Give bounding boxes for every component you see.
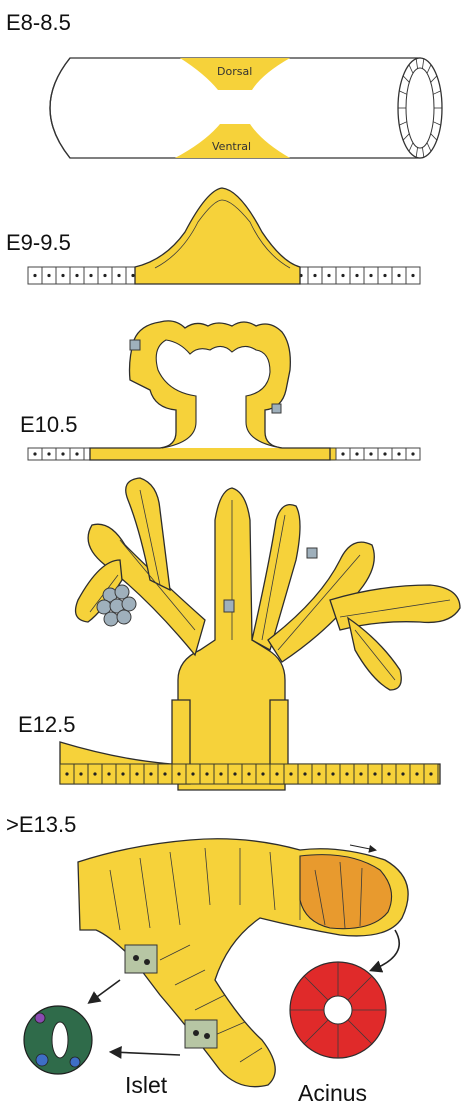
cell-nucleus bbox=[61, 452, 64, 455]
cell-nucleus bbox=[327, 274, 330, 277]
cell-nucleus bbox=[93, 772, 96, 775]
dorsal-label: Dorsal bbox=[217, 65, 252, 78]
cell-nucleus bbox=[75, 452, 78, 455]
progenitor-cell-2 bbox=[185, 1020, 217, 1048]
acinus-label: Acinus bbox=[298, 1080, 367, 1105]
mature-structures: Islet Acinus bbox=[24, 839, 408, 1105]
cell-nucleus bbox=[373, 772, 376, 775]
branching-epithelium bbox=[60, 478, 460, 790]
cell-nucleus bbox=[429, 772, 432, 775]
stage-label-e10: E10.5 bbox=[20, 412, 78, 437]
islet bbox=[24, 1006, 92, 1074]
cell-nucleus bbox=[383, 274, 386, 277]
cell-nucleus bbox=[303, 772, 306, 775]
islet-label: Islet bbox=[125, 1072, 168, 1098]
cell-nucleus bbox=[131, 274, 134, 277]
cell-nucleus bbox=[369, 274, 372, 277]
cell-nucleus bbox=[341, 452, 344, 455]
cell-nucleus bbox=[65, 772, 68, 775]
cell-nucleus bbox=[47, 452, 50, 455]
stalk-bud bbox=[28, 321, 420, 460]
cell-nucleus bbox=[397, 452, 400, 455]
cell-nucleus bbox=[191, 772, 194, 775]
cell-nucleus bbox=[415, 772, 418, 775]
cell-nucleus bbox=[47, 274, 50, 277]
cell-nucleus bbox=[401, 772, 404, 775]
cell-nucleus bbox=[163, 772, 166, 775]
cell-nucleus bbox=[233, 772, 236, 775]
cell-nucleus bbox=[107, 772, 110, 775]
cell-nucleus bbox=[33, 452, 36, 455]
stage-label-e12: E12.5 bbox=[18, 712, 76, 737]
cell-nucleus bbox=[387, 772, 390, 775]
cell-nucleus bbox=[247, 772, 250, 775]
cell-nucleus bbox=[341, 274, 344, 277]
cell-nucleus bbox=[261, 772, 264, 775]
cell-nucleus bbox=[359, 772, 362, 775]
cell-nucleus bbox=[121, 772, 124, 775]
cell-nucleus bbox=[383, 452, 386, 455]
cell-nucleus bbox=[289, 772, 292, 775]
acinus bbox=[290, 962, 386, 1058]
stage-label-e9: E9-9.5 bbox=[6, 230, 71, 255]
cell-nucleus bbox=[275, 772, 278, 775]
ventral-label: Ventral bbox=[212, 140, 251, 153]
cell-nucleus bbox=[61, 274, 64, 277]
cell-nucleus bbox=[79, 772, 82, 775]
cell-nucleus bbox=[33, 274, 36, 277]
cell-nucleus bbox=[103, 274, 106, 277]
cell-nucleus bbox=[313, 274, 316, 277]
progenitor-cell bbox=[125, 945, 157, 973]
cell-nucleus bbox=[397, 274, 400, 277]
cell-nucleus bbox=[89, 274, 92, 277]
cell-nucleus bbox=[219, 772, 222, 775]
cell-nucleus bbox=[149, 772, 152, 775]
cell-nucleus bbox=[411, 452, 414, 455]
early-bud bbox=[28, 188, 420, 284]
cell-nucleus bbox=[205, 772, 208, 775]
cell-nucleus bbox=[331, 772, 334, 775]
cell-nucleus bbox=[355, 452, 358, 455]
gut-tube: Dorsal Ventral bbox=[50, 58, 442, 158]
cell-nucleus bbox=[317, 772, 320, 775]
cell-nucleus bbox=[369, 452, 372, 455]
cell-nucleus bbox=[135, 772, 138, 775]
cell-nucleus bbox=[177, 772, 180, 775]
cell-nucleus bbox=[117, 274, 120, 277]
stage-label-e8: E8-8.5 bbox=[6, 10, 71, 35]
cell-nucleus bbox=[411, 274, 414, 277]
cell-nucleus bbox=[75, 274, 78, 277]
cell-nucleus bbox=[345, 772, 348, 775]
cell-nucleus bbox=[355, 274, 358, 277]
stage-label-e13: >E13.5 bbox=[6, 812, 76, 837]
